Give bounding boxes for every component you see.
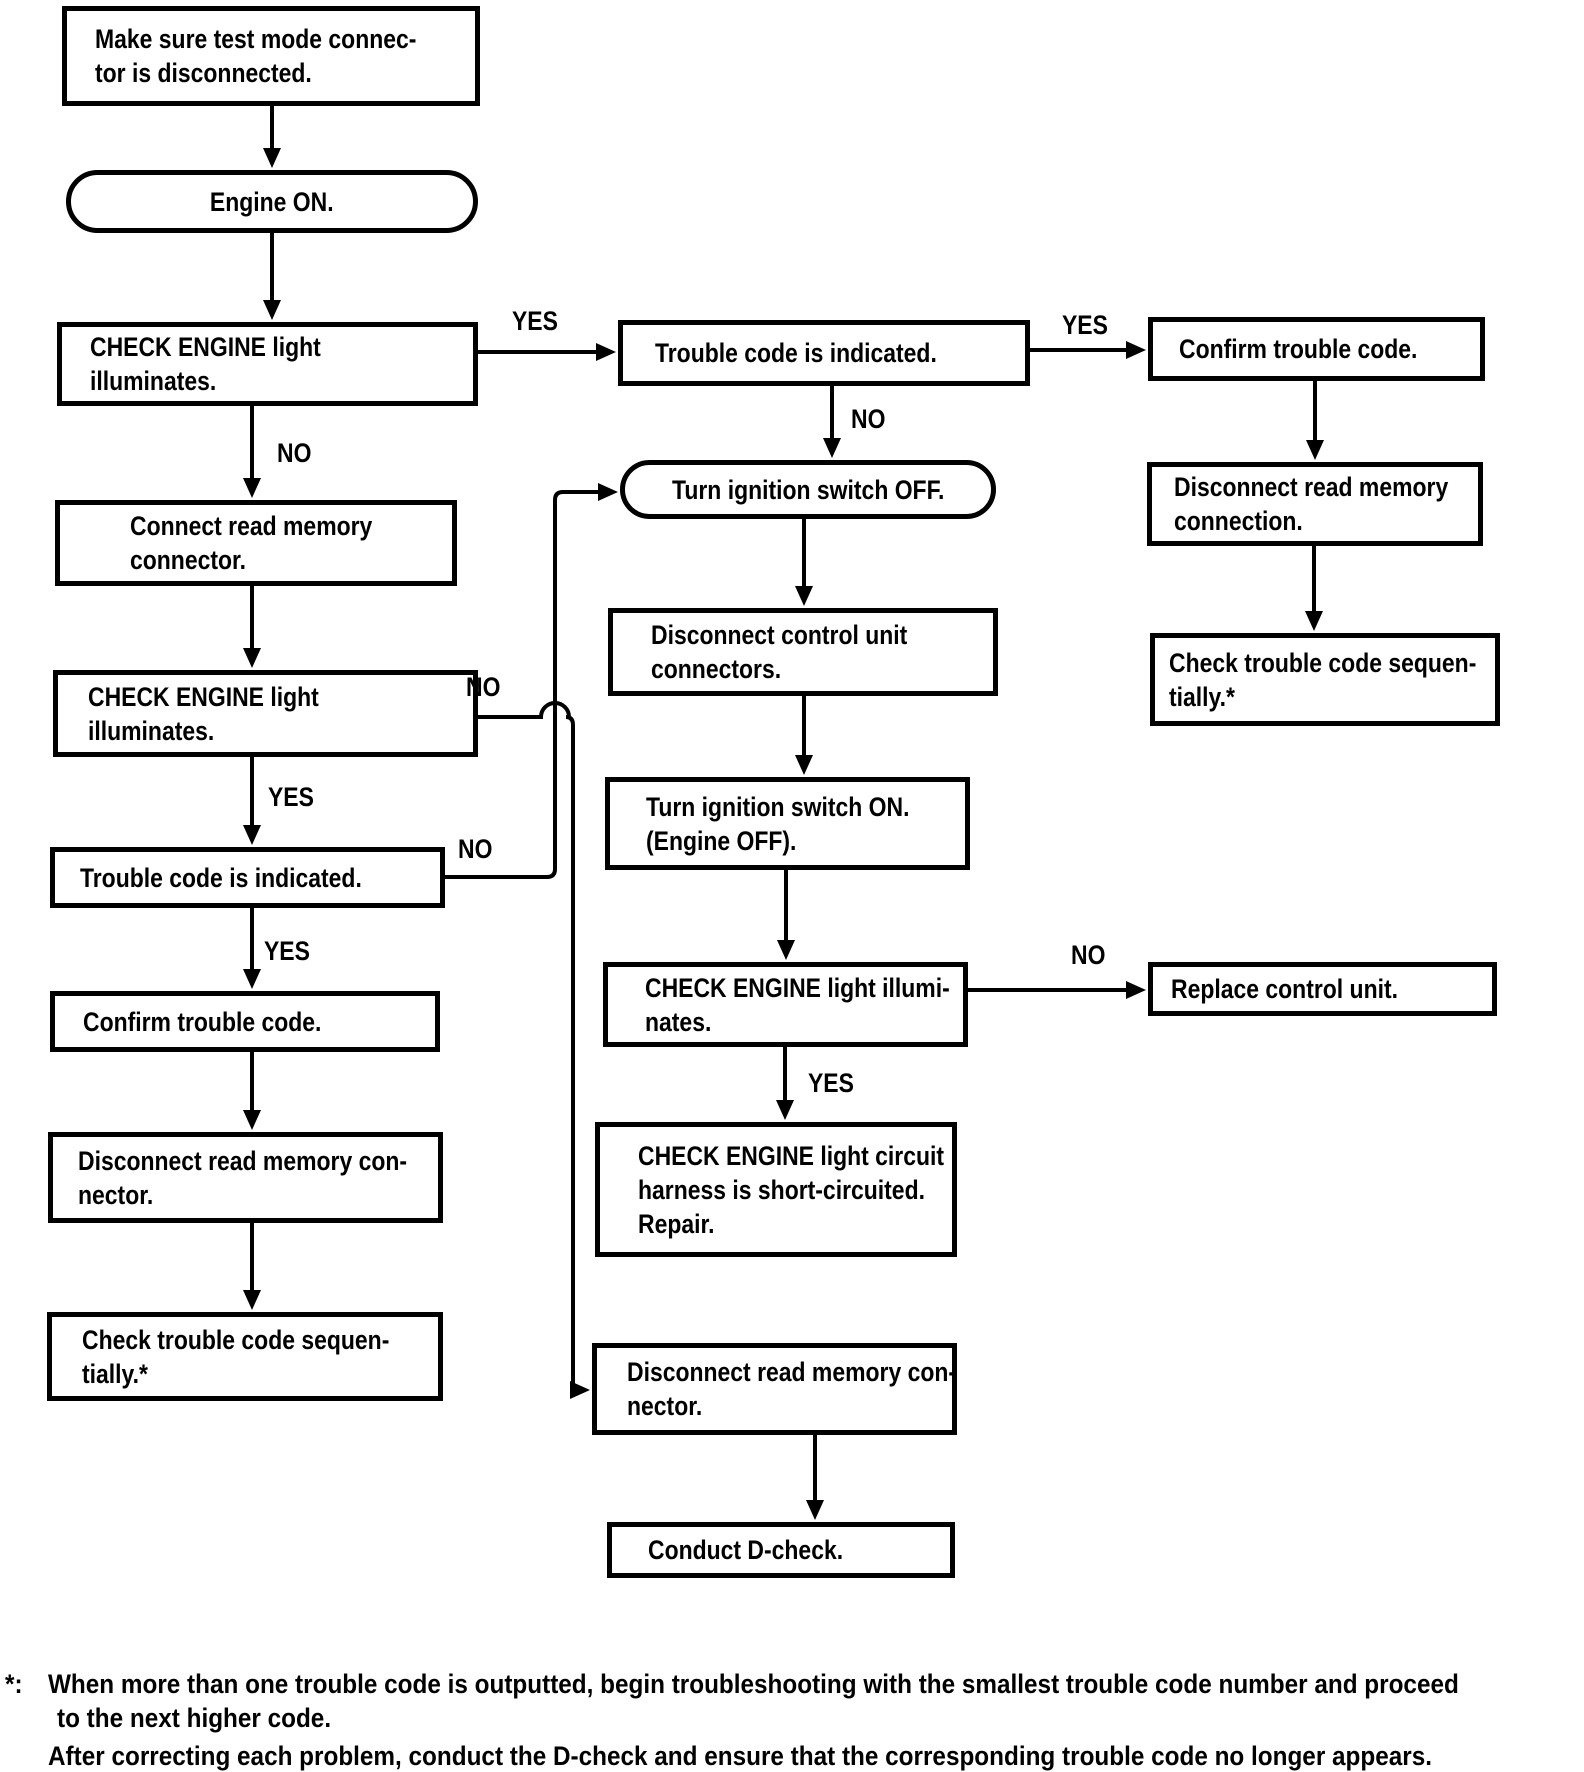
node-text: Connect read memory connector. [130,511,373,575]
node-engine-on: Engine ON. [66,170,478,233]
edge-label-yes-trouble-mid: YES [1062,310,1108,340]
node-text: CHECK ENGINE light circuit harness is sh… [638,1140,945,1239]
edge-label-no-trouble-mid: NO [851,404,886,434]
node-text: Check trouble code sequen- tially.* [1169,647,1477,712]
node-harness-short: CHECK ENGINE light circuit harness is sh… [595,1122,957,1257]
node-check-engine-2: CHECK ENGINE light illuminates. [53,670,478,757]
node-text: CHECK ENGINE light illuminates. [90,332,321,396]
node-text: Replace control unit. [1171,974,1398,1004]
node-confirm-trouble-left: Confirm trouble code. [50,991,440,1052]
node-text: Disconnect read memory con- nector. [78,1145,408,1210]
node-text: Engine ON. [210,186,334,217]
edge-label-yes-check-engine-2: YES [268,782,314,812]
node-ignition-off: Turn ignition switch OFF. [620,460,996,519]
edge-trouble-left-no-up [445,490,602,879]
footnote-line-2: to the next higher code. [57,1703,332,1733]
node-disconnect-read-memory-left: Disconnect read memory con- nector. [48,1132,443,1223]
node-text: Disconnect read memory connection. [1174,472,1449,536]
edge-label-no-check-engine-2: NO [466,672,501,702]
edge-check-engine-2-no-long [478,701,582,1392]
node-confirm-trouble-right: Confirm trouble code. [1148,317,1485,381]
node-check-sequentially-left: Check trouble code sequen- tially.* [47,1312,443,1401]
node-disconnect-control-unit: Disconnect control unit connectors. [608,608,998,696]
edge-label-no-trouble-left: NO [458,834,493,864]
footnote-line-3: After correcting each problem, conduct t… [48,1741,1432,1771]
edge-label-yes-check-engine-3: YES [808,1068,854,1098]
node-text: Make sure test mode connec- tor is disco… [95,24,417,88]
footnote-marker: *: [5,1669,23,1699]
node-check-sequentially-right: Check trouble code sequen- tially.* [1150,633,1500,726]
node-text: Turn ignition switch OFF. [671,474,945,505]
arrowheads [243,148,1324,1520]
node-trouble-code-left: Trouble code is indicated. [50,847,445,908]
node-text: Confirm trouble code. [1179,334,1418,364]
node-text: CHECK ENGINE light illuminates. [88,681,319,746]
node-check-engine-1: CHECK ENGINE light illuminates. [57,322,478,406]
node-text: Check trouble code sequen- tially.* [82,1324,390,1389]
node-text: Disconnect control unit connectors. [651,620,908,684]
node-text: Disconnect read memory con- nector. [627,1357,957,1421]
node-make-sure-test-mode: Make sure test mode connec- tor is disco… [62,6,480,106]
node-trouble-code-mid: Trouble code is indicated. [618,320,1030,386]
footnote-line-1: When more than one trouble code is outpu… [48,1669,1459,1699]
node-check-engine-3: CHECK ENGINE light illumi- nates. [603,962,968,1047]
node-disconnect-read-memory-mid: Disconnect read memory con- nector. [592,1343,957,1435]
node-ignition-on: Turn ignition switch ON. (Engine OFF). [605,777,970,870]
node-text: Confirm trouble code. [83,1006,322,1037]
node-text: CHECK ENGINE light illumi- nates. [645,972,950,1037]
node-replace-control-unit: Replace control unit. [1148,962,1497,1016]
edge-label-no-check-engine-3: NO [1071,940,1106,970]
node-text: Conduct D-check. [648,1535,844,1565]
edge-label-no-check-engine-1: NO [277,438,312,468]
node-disconnect-read-memory-right: Disconnect read memory connection. [1147,462,1483,546]
node-text: Trouble code is indicated. [655,338,937,368]
node-connect-read-memory: Connect read memory connector. [55,500,457,586]
edge-label-yes-trouble-left: YES [264,936,310,966]
node-text: Turn ignition switch ON. (Engine OFF). [646,791,910,856]
node-conduct-d-check: Conduct D-check. [607,1522,955,1578]
node-text: Trouble code is indicated. [80,862,362,893]
edge-label-yes-check-engine-1: YES [512,306,558,336]
